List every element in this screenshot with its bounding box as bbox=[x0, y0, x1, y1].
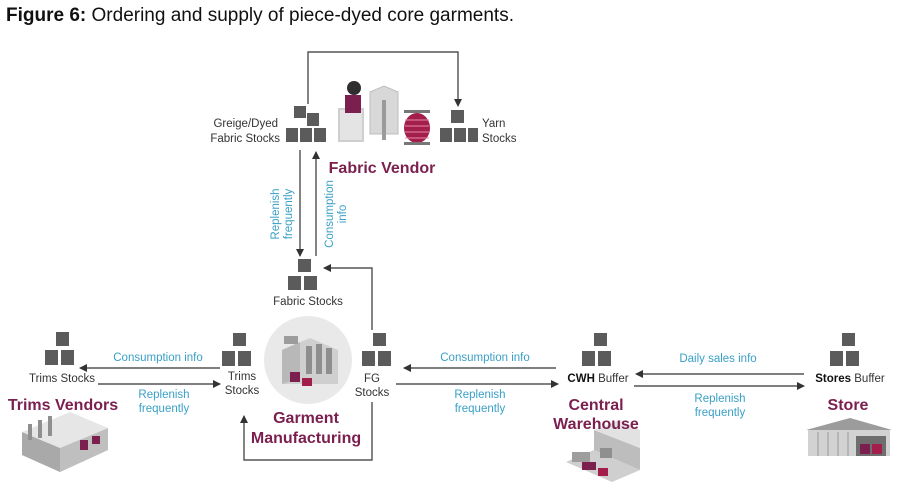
fg-loop-arrow bbox=[240, 402, 373, 461]
figure-label: Figure 6: bbox=[6, 5, 87, 26]
manufacturing-label: Manufacturing bbox=[251, 430, 361, 447]
fg-stock-label: FG bbox=[364, 373, 380, 385]
daily-sales-label: Daily sales info bbox=[679, 353, 756, 365]
cwh-replenish-label: Replenish bbox=[454, 389, 505, 401]
trims-factory-stock-label-2: Stocks bbox=[225, 385, 260, 397]
trims-factory-stock-boxes-icon bbox=[222, 333, 251, 366]
cwh-consumption-label: Consumption info bbox=[440, 352, 530, 364]
figure-title: Figure 6: Ordering and supply of piece-d… bbox=[6, 5, 514, 27]
trims-factory-illustration bbox=[22, 412, 108, 472]
central-label: Central bbox=[568, 397, 623, 414]
fabric-stock-boxes-icon bbox=[288, 259, 317, 290]
fg-stock-boxes-icon bbox=[362, 333, 391, 366]
store-replenish-label: Replenish bbox=[694, 393, 745, 405]
consumption-vertical-label: Consumption bbox=[324, 180, 336, 248]
fabric-stock-label: Fabric Stocks bbox=[273, 296, 343, 308]
trims-factory-stock-label: Trims bbox=[228, 371, 257, 383]
figure-caption: Ordering and supply of piece-dyed core g… bbox=[91, 5, 514, 26]
stores-stock-boxes-icon bbox=[830, 333, 859, 366]
greige-to-yarn-arrow bbox=[307, 51, 462, 107]
yarn-stock-label: Yarn bbox=[482, 118, 505, 130]
cwh-buffer-label: CWH Buffer bbox=[567, 373, 628, 385]
fg-stock-label-2: Stocks bbox=[355, 387, 390, 399]
trims-replenish-label-2: frequently bbox=[139, 403, 190, 415]
store-illustration bbox=[806, 418, 892, 456]
greige-stock-boxes-icon bbox=[286, 106, 326, 142]
warehouse-illustration bbox=[566, 420, 640, 482]
greige-stock-label-2: Fabric Stocks bbox=[210, 133, 280, 145]
trims-replenish-label: Replenish bbox=[138, 389, 189, 401]
cwh-replenish-label-2: frequently bbox=[455, 403, 506, 415]
garment-label: Garment bbox=[273, 410, 339, 427]
consumption-vertical-label-2: info bbox=[337, 205, 349, 224]
yarn-stock-boxes-icon bbox=[440, 110, 478, 142]
fg-to-fabric-arrow bbox=[323, 264, 373, 330]
cwh-stock-boxes-icon bbox=[582, 333, 611, 366]
store-replenish-label-2: frequently bbox=[695, 407, 746, 419]
store-label: Store bbox=[828, 397, 869, 414]
yarn-stock-label-2: Stocks bbox=[482, 133, 517, 145]
warehouse-label: Warehouse bbox=[553, 416, 639, 433]
trims-vendor-stock-label: Trims Stocks bbox=[29, 373, 95, 385]
fabric-vendor-illustration bbox=[338, 81, 430, 145]
stores-buffer-label: Stores Buffer bbox=[815, 373, 885, 385]
greige-stock-label: Greige/Dyed bbox=[213, 118, 278, 130]
fabric-vendor-label: Fabric Vendor bbox=[329, 160, 436, 177]
garment-factory-illustration bbox=[264, 316, 352, 404]
trims-vendor-stock-boxes-icon bbox=[45, 332, 74, 365]
trims-consumption-label: Consumption info bbox=[113, 352, 203, 364]
replenish-vertical-label: Replenish bbox=[270, 188, 282, 239]
trims-vendors-label: Trims Vendors bbox=[8, 397, 118, 414]
replenish-vertical-label-2: frequently bbox=[283, 189, 295, 240]
